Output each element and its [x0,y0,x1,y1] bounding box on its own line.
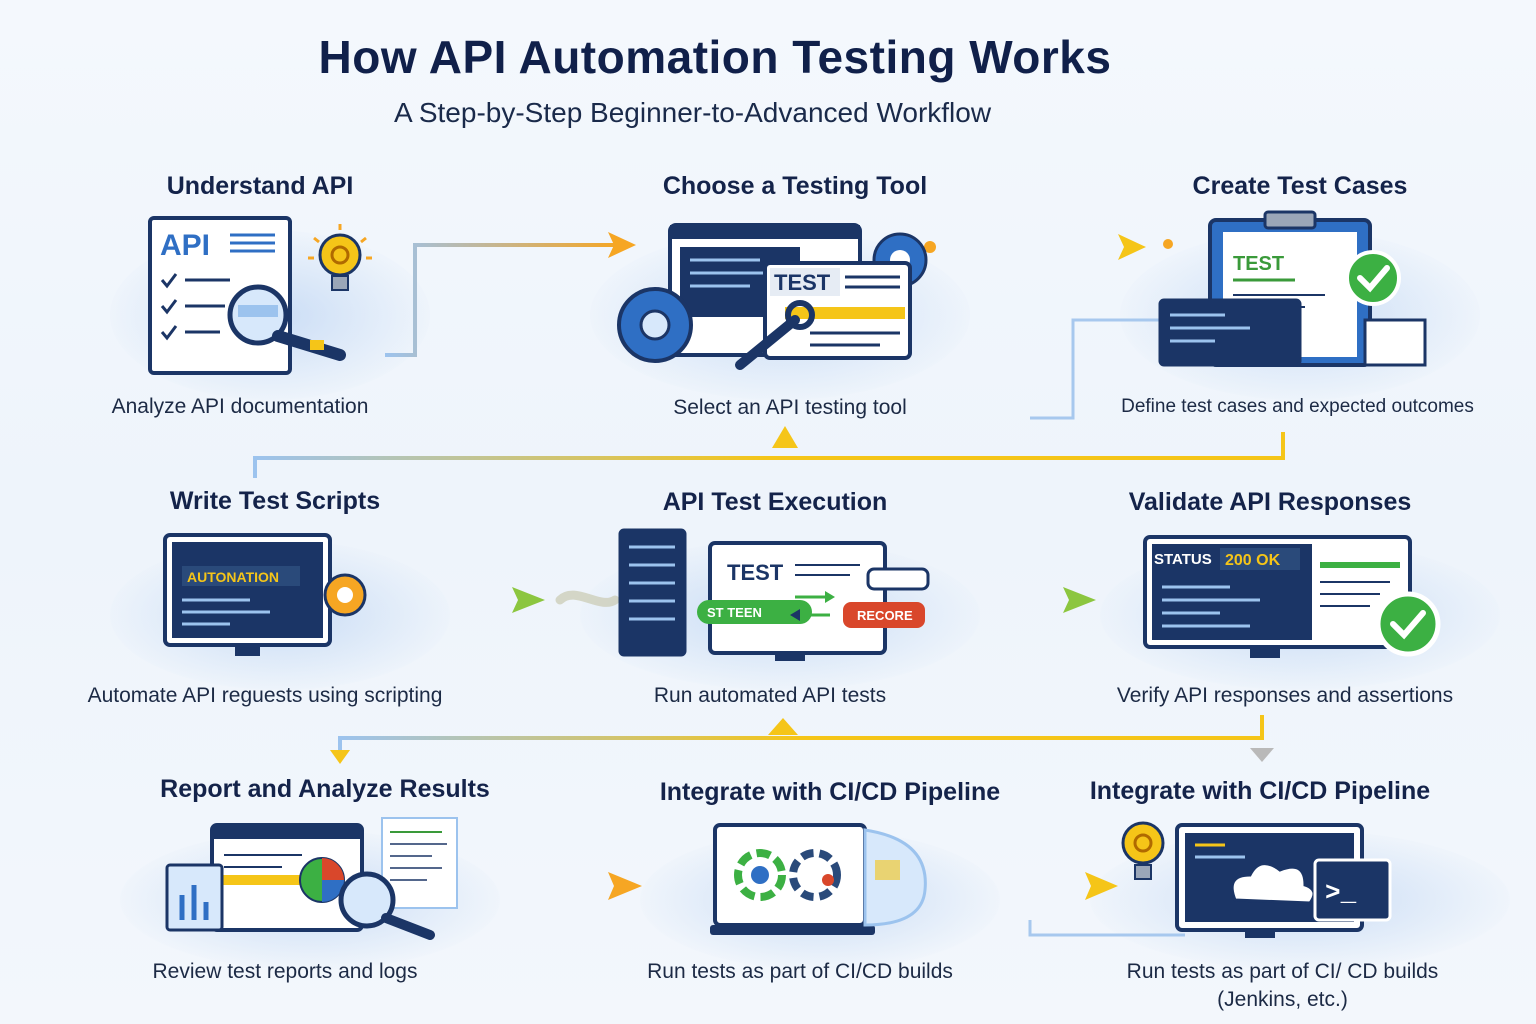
automation-badge: AUTONATION [187,569,279,585]
arrowhead [1063,587,1096,613]
connector-dot [1163,239,1173,249]
step-desc-understand-api: Analyze API documentation [111,395,369,418]
execution-pill-right: RECORE [857,608,913,623]
step-desc-validate-responses: Verify API responses and assertions [1116,684,1454,707]
connector-line [1030,318,1165,420]
api-document-illustration: API [148,216,372,375]
connector-line [338,715,1264,755]
step-title-ci-cd-1: Integrate with CI/CD Pipeline [659,778,1001,806]
test-cases-illustration: TEST [1158,210,1427,367]
arrowhead [608,872,642,900]
step-desc-ci-cd-2-note: (Jenkins, etc.) [1217,988,1348,1011]
arrowhead [768,718,798,735]
step-title-test-execution: API Test Execution [662,488,888,516]
arrowhead [608,232,636,258]
page-title: How API Automation Testing Works [318,31,1112,83]
arrowhead [512,587,545,613]
step-desc-create-test-cases: Define test cases and expected outcomes [1121,396,1474,417]
test-execution-illustration: TEST ST TEEN RECORE [618,528,930,661]
ci-cd-pipeline-illustration [710,823,927,935]
step-title-write-scripts: Write Test Scripts [169,487,381,515]
step-title-validate-responses: Validate API Responses [1128,488,1412,516]
connector-dot [924,241,936,253]
validate-responses-illustration: STATUS 200 OK [1143,535,1441,658]
connector-line [253,432,1285,478]
arrowhead [1250,748,1274,762]
report-analysis-illustration [165,817,458,940]
execution-pill-left: ST TEEN [707,605,762,620]
step-desc-ci-cd-1: Run tests as part of CI/CD builds [647,960,953,983]
terminal-prompt: >_ [1325,878,1357,908]
arrowhead [330,750,350,764]
step-desc-write-scripts: Automate API reguests using scripting [87,684,443,707]
api-badge: API [160,229,210,262]
step-title-understand-api: Understand API [166,172,354,200]
connector-arrow [385,243,620,357]
step-title-create-test-cases: Create Test Cases [1192,172,1408,200]
status-label: STATUS [1154,551,1212,568]
page-subtitle: A Step-by-Step Beginner-to-Advanced Work… [393,97,992,128]
step-title-report-results: Report and Analyze Results [160,775,490,803]
test-case-badge: TEST [1233,253,1284,275]
ci-cd-cloud-illustration: >_ [1121,821,1392,938]
step-desc-choose-tool: Select an API testing tool [673,396,907,419]
status-code-badge: 200 OK [1225,552,1281,569]
step-desc-report-results: Review test reports and logs [152,960,418,983]
arrowhead [772,426,798,448]
test-badge: TEST [774,270,831,295]
arrowhead [1118,234,1146,260]
execution-test-badge: TEST [727,560,784,585]
testing-tool-illustration: TEST [617,223,928,370]
automation-script-illustration: AUTONATION [163,533,367,656]
step-desc-test-execution: Run automated API tests [653,684,887,707]
step-title-ci-cd-2: Integrate with CI/CD Pipeline [1089,777,1431,805]
step-desc-ci-cd-2: Run tests as part of CI/ CD builds [1126,960,1439,983]
connector-line [1028,920,1185,937]
step-title-choose-tool: Choose a Testing Tool [662,172,928,200]
connector-smudge [555,590,620,607]
arrowhead [1085,872,1118,900]
